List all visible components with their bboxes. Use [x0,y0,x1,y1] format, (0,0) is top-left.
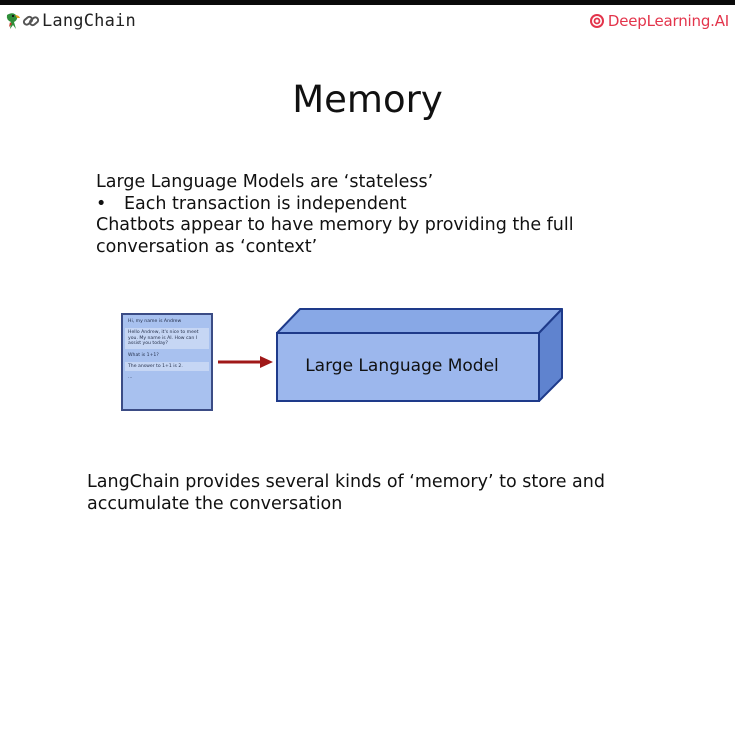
intro-line-stateless: Large Language Models are ‘stateless’ [96,172,434,192]
deeplearning-ai-logo: DeepLearning.AI [589,10,729,32]
parrot-icon [6,13,20,29]
outro-line-accumulate: accumulate the conversation [87,493,343,514]
chat-transcript: Hi, my name is Andrew Hello Andrew, it's… [121,313,213,411]
chat-message-user: Hi, my name is Andrew [125,317,209,327]
chat-message-ai: Hello Andrew, it's nice to meet you. My … [125,328,209,349]
bullet-marker: • [96,193,107,214]
deeplearning-ai-brand-text: DeepLearning.AI [607,12,729,30]
top-border [0,0,735,5]
langchain-logo: LangChain [4,10,136,32]
intro-line-chatbots: Chatbots appear to have memory by provid… [96,215,574,235]
llm-label: Large Language Model [305,356,499,376]
chat-message-user: ... [125,373,209,383]
input-arrow-head [260,356,273,368]
bullet-item: • Each transaction is independent [96,194,696,216]
outro-text-block: LangChain provides several kinds of ‘mem… [87,472,687,515]
llm-box-front-face [276,332,540,402]
slide-title: Memory [292,78,443,121]
llm-box-top-face [276,308,563,334]
deeplearning-ai-logo-icon [589,14,604,28]
langchain-brand-text: LangChain [42,11,136,31]
chat-message-user: What is 1+1? [125,350,209,361]
chat-message-ai: The answer to 1+1 is 2. [125,362,209,372]
intro-line-context: conversation as ‘context’ [96,236,318,257]
intro-text-block: Large Language Models are ‘stateless’ • … [96,172,696,258]
outro-line-memory-kinds: LangChain provides several kinds of ‘mem… [87,472,605,492]
chain-link-icon [22,15,40,27]
bullet-text: Each transaction is independent [124,193,407,214]
